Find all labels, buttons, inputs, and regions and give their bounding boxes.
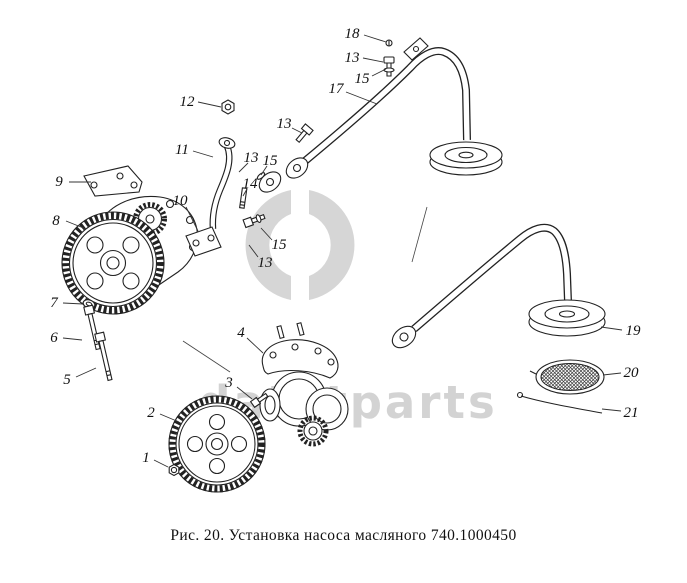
callout-leader-15 — [371, 68, 387, 77]
callout-label-13: 13 — [244, 150, 259, 166]
callout-leader-3 — [236, 386, 253, 400]
fitting-12 — [221, 99, 235, 115]
oil-tube-11 — [209, 137, 236, 230]
callout-label-5: 5 — [63, 372, 71, 388]
callout-leader-12 — [197, 101, 222, 108]
callout-leader-7 — [62, 302, 84, 305]
callout-label-21: 21 — [624, 405, 639, 421]
callout-label-13: 13 — [345, 50, 360, 66]
callout-label-11: 11 — [175, 142, 189, 158]
callout-label-15: 15 — [263, 153, 279, 169]
callout-leader-4 — [246, 337, 264, 354]
nut-1 — [168, 463, 180, 477]
callout-label-6: 6 — [50, 330, 58, 346]
aux-leader-line — [182, 340, 231, 373]
callout-label-10: 10 — [173, 193, 189, 209]
callout-label-17: 17 — [329, 81, 346, 97]
callout-leader-15 — [260, 165, 268, 176]
callout-leader-13 — [238, 162, 249, 173]
callout-leader-11 — [192, 150, 214, 158]
center-line — [411, 206, 428, 263]
bolt-15-13-lower — [242, 213, 266, 229]
callout-leader-8 — [65, 220, 87, 230]
callout-label-4: 4 — [237, 325, 245, 341]
callout-leader-6 — [62, 337, 83, 341]
gasket-9 — [83, 165, 143, 197]
callout-leader-5 — [75, 367, 97, 378]
callout-label-13: 13 — [277, 116, 292, 132]
suction-tube-lower-19 — [391, 223, 606, 349]
callout-leader-10 — [185, 206, 199, 232]
callout-label-19: 19 — [626, 323, 642, 339]
callout-label-1: 1 — [142, 450, 150, 466]
callout-label-13: 13 — [258, 255, 273, 271]
callout-label-15: 15 — [272, 237, 288, 253]
bolt-3 — [249, 392, 269, 409]
callout-label-12: 12 — [180, 94, 196, 110]
callout-label-7: 7 — [50, 295, 59, 311]
flange-10 — [185, 226, 222, 257]
callout-label-2: 2 — [147, 405, 155, 421]
screw-18 — [385, 39, 393, 47]
callout-leader-17 — [345, 91, 378, 105]
oil-pump-assembly-8 — [61, 195, 198, 315]
callout-leader-21 — [601, 408, 622, 412]
figure-caption: Рис. 20. Установка насоса масляного 740.… — [170, 527, 517, 544]
callout-leader-13 — [248, 244, 259, 258]
bolt-5 — [94, 331, 113, 382]
callout-leader-19 — [600, 326, 623, 331]
callout-leader-13 — [291, 127, 303, 134]
suction-tube-upper-17 — [302, 37, 503, 176]
callout-leader-1 — [153, 459, 169, 468]
callout-leader-14 — [242, 188, 248, 197]
wire-21 — [516, 391, 603, 414]
callout-leader-18 — [363, 34, 387, 43]
callout-leader-2 — [159, 413, 180, 423]
callout-label-8: 8 — [52, 213, 60, 229]
bolt-13-top — [383, 56, 395, 77]
callout-label-20: 20 — [624, 365, 640, 381]
callout-label-18: 18 — [345, 26, 361, 42]
callout-label-14: 14 — [243, 176, 259, 192]
callout-label-15: 15 — [355, 71, 371, 87]
callout-leader-13 — [362, 57, 384, 63]
watermark-logo-icon — [245, 190, 355, 300]
callout-leader-15 — [260, 227, 273, 241]
callout-leader-20 — [602, 372, 622, 376]
oil-pump-4 — [259, 322, 349, 447]
flanges-tube-17 — [256, 123, 314, 193]
callout-label-9: 9 — [55, 174, 63, 190]
callout-label-3: 3 — [224, 375, 233, 391]
drive-gear-2 — [168, 395, 266, 493]
strainer-20 — [529, 359, 605, 395]
